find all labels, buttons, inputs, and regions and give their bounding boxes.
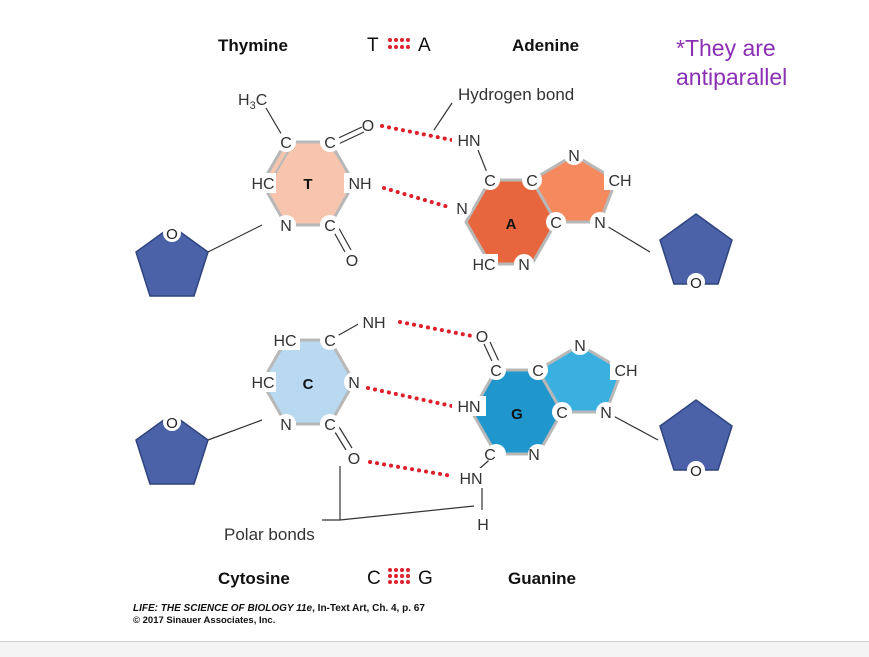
sugar-pentagon — [659, 399, 733, 471]
svg-text:N: N — [280, 417, 292, 434]
hydrogen-bond-symbol-cg — [388, 568, 410, 584]
pair-letter-g: G — [418, 568, 433, 589]
svg-text:N: N — [456, 201, 468, 218]
svg-text:O: O — [476, 329, 488, 346]
hydrogen-bonds-cg — [366, 320, 474, 478]
sugar-oxygen: O — [166, 415, 178, 432]
svg-text:C: C — [532, 363, 544, 380]
cytosine-molecule: O NH HC C HC N N C O C — [135, 312, 390, 485]
svg-text:N: N — [594, 215, 606, 232]
credit-ref: , In-Text Art, Ch. 4, p. 67 — [312, 603, 425, 614]
pair-letter-t: T — [367, 35, 379, 56]
svg-text:HN: HN — [459, 471, 482, 488]
svg-text:C: C — [324, 333, 336, 350]
sugar-oxygen: O — [690, 275, 702, 292]
adenine-heading: Adenine — [512, 36, 579, 55]
sugar-pentagon — [135, 225, 209, 297]
svg-text:HC: HC — [251, 176, 274, 193]
svg-text:C: C — [484, 447, 496, 464]
hydrogen-bonds-ta — [380, 124, 454, 210]
svg-text:HN: HN — [457, 399, 480, 416]
thymine-molecule: O H3C C C HC NH N C O O T — [135, 92, 376, 297]
hydrogen-bond-leader — [433, 102, 453, 131]
sugar-pentagon — [135, 413, 209, 485]
hydrogen-bond-symbol-ta — [388, 38, 410, 49]
svg-text:C: C — [324, 218, 336, 235]
svg-text:H: H — [477, 517, 489, 534]
sugar-oxygen: O — [690, 463, 702, 480]
svg-text:NH: NH — [362, 315, 385, 332]
bottom-divider — [0, 641, 869, 642]
guanine-heading: Guanine — [508, 569, 576, 588]
svg-text:HN: HN — [457, 133, 480, 150]
svg-text:CH: CH — [614, 363, 637, 380]
svg-text:C: C — [490, 363, 502, 380]
svg-text:C: C — [550, 215, 562, 232]
adenine-molecule: O HN C C N CH N C HC N N A — [452, 130, 733, 292]
svg-text:N: N — [280, 218, 292, 235]
credit-copyright: © 2017 Sinauer Associates, Inc. — [133, 615, 276, 626]
source-credit: LIFE: THE SCIENCE OF BIOLOGY 11e, In-Tex… — [133, 603, 425, 627]
svg-text:O: O — [348, 451, 360, 468]
svg-text:CH: CH — [608, 173, 631, 190]
svg-text:C: C — [556, 405, 568, 422]
annotation-line-2: antiparallel — [676, 64, 788, 90]
svg-text:C: C — [484, 173, 496, 190]
annotation-line-1: *They are — [676, 35, 776, 61]
svg-text:N: N — [568, 148, 580, 165]
hydrogen-bond-label: Hydrogen bond — [458, 85, 574, 104]
pair-letter-a: A — [418, 35, 431, 56]
svg-text:HC: HC — [273, 333, 296, 350]
antiparallel-annotation: *They are antiparallel — [676, 34, 787, 92]
svg-text:O: O — [346, 253, 358, 270]
thymine-ring-label: T — [303, 176, 312, 193]
sugar-oxygen: O — [166, 226, 178, 243]
guanine-molecule: O O C C N CH HN C N C N HN H G — [452, 329, 733, 534]
polar-bonds-label: Polar bonds — [224, 525, 315, 544]
pair-letter-c: C — [367, 568, 381, 589]
svg-text:NH: NH — [348, 176, 371, 193]
svg-text:N: N — [600, 405, 612, 422]
polar-bonds-callout — [322, 466, 475, 521]
guanine-ring-label: G — [511, 406, 523, 423]
svg-text:O: O — [362, 118, 374, 135]
svg-text:HC: HC — [251, 375, 274, 392]
cytosine-heading: Cytosine — [218, 569, 290, 588]
svg-text:C: C — [324, 135, 336, 152]
svg-text:C: C — [280, 135, 292, 152]
svg-text:C: C — [324, 417, 336, 434]
methyl-group: H3C — [238, 92, 267, 112]
credit-title: LIFE: THE SCIENCE OF BIOLOGY 11e — [133, 603, 313, 614]
svg-text:C: C — [526, 173, 538, 190]
svg-text:N: N — [348, 375, 360, 392]
svg-text:N: N — [574, 338, 586, 355]
cytosine-ring-label: C — [303, 376, 314, 393]
svg-text:HC: HC — [472, 257, 495, 274]
svg-text:N: N — [518, 257, 530, 274]
thymine-heading: Thymine — [218, 36, 288, 55]
sugar-oxygen-bg — [163, 224, 181, 242]
adenine-ring-label: A — [506, 216, 517, 233]
bottom-strip — [0, 642, 869, 657]
svg-text:N: N — [528, 447, 540, 464]
